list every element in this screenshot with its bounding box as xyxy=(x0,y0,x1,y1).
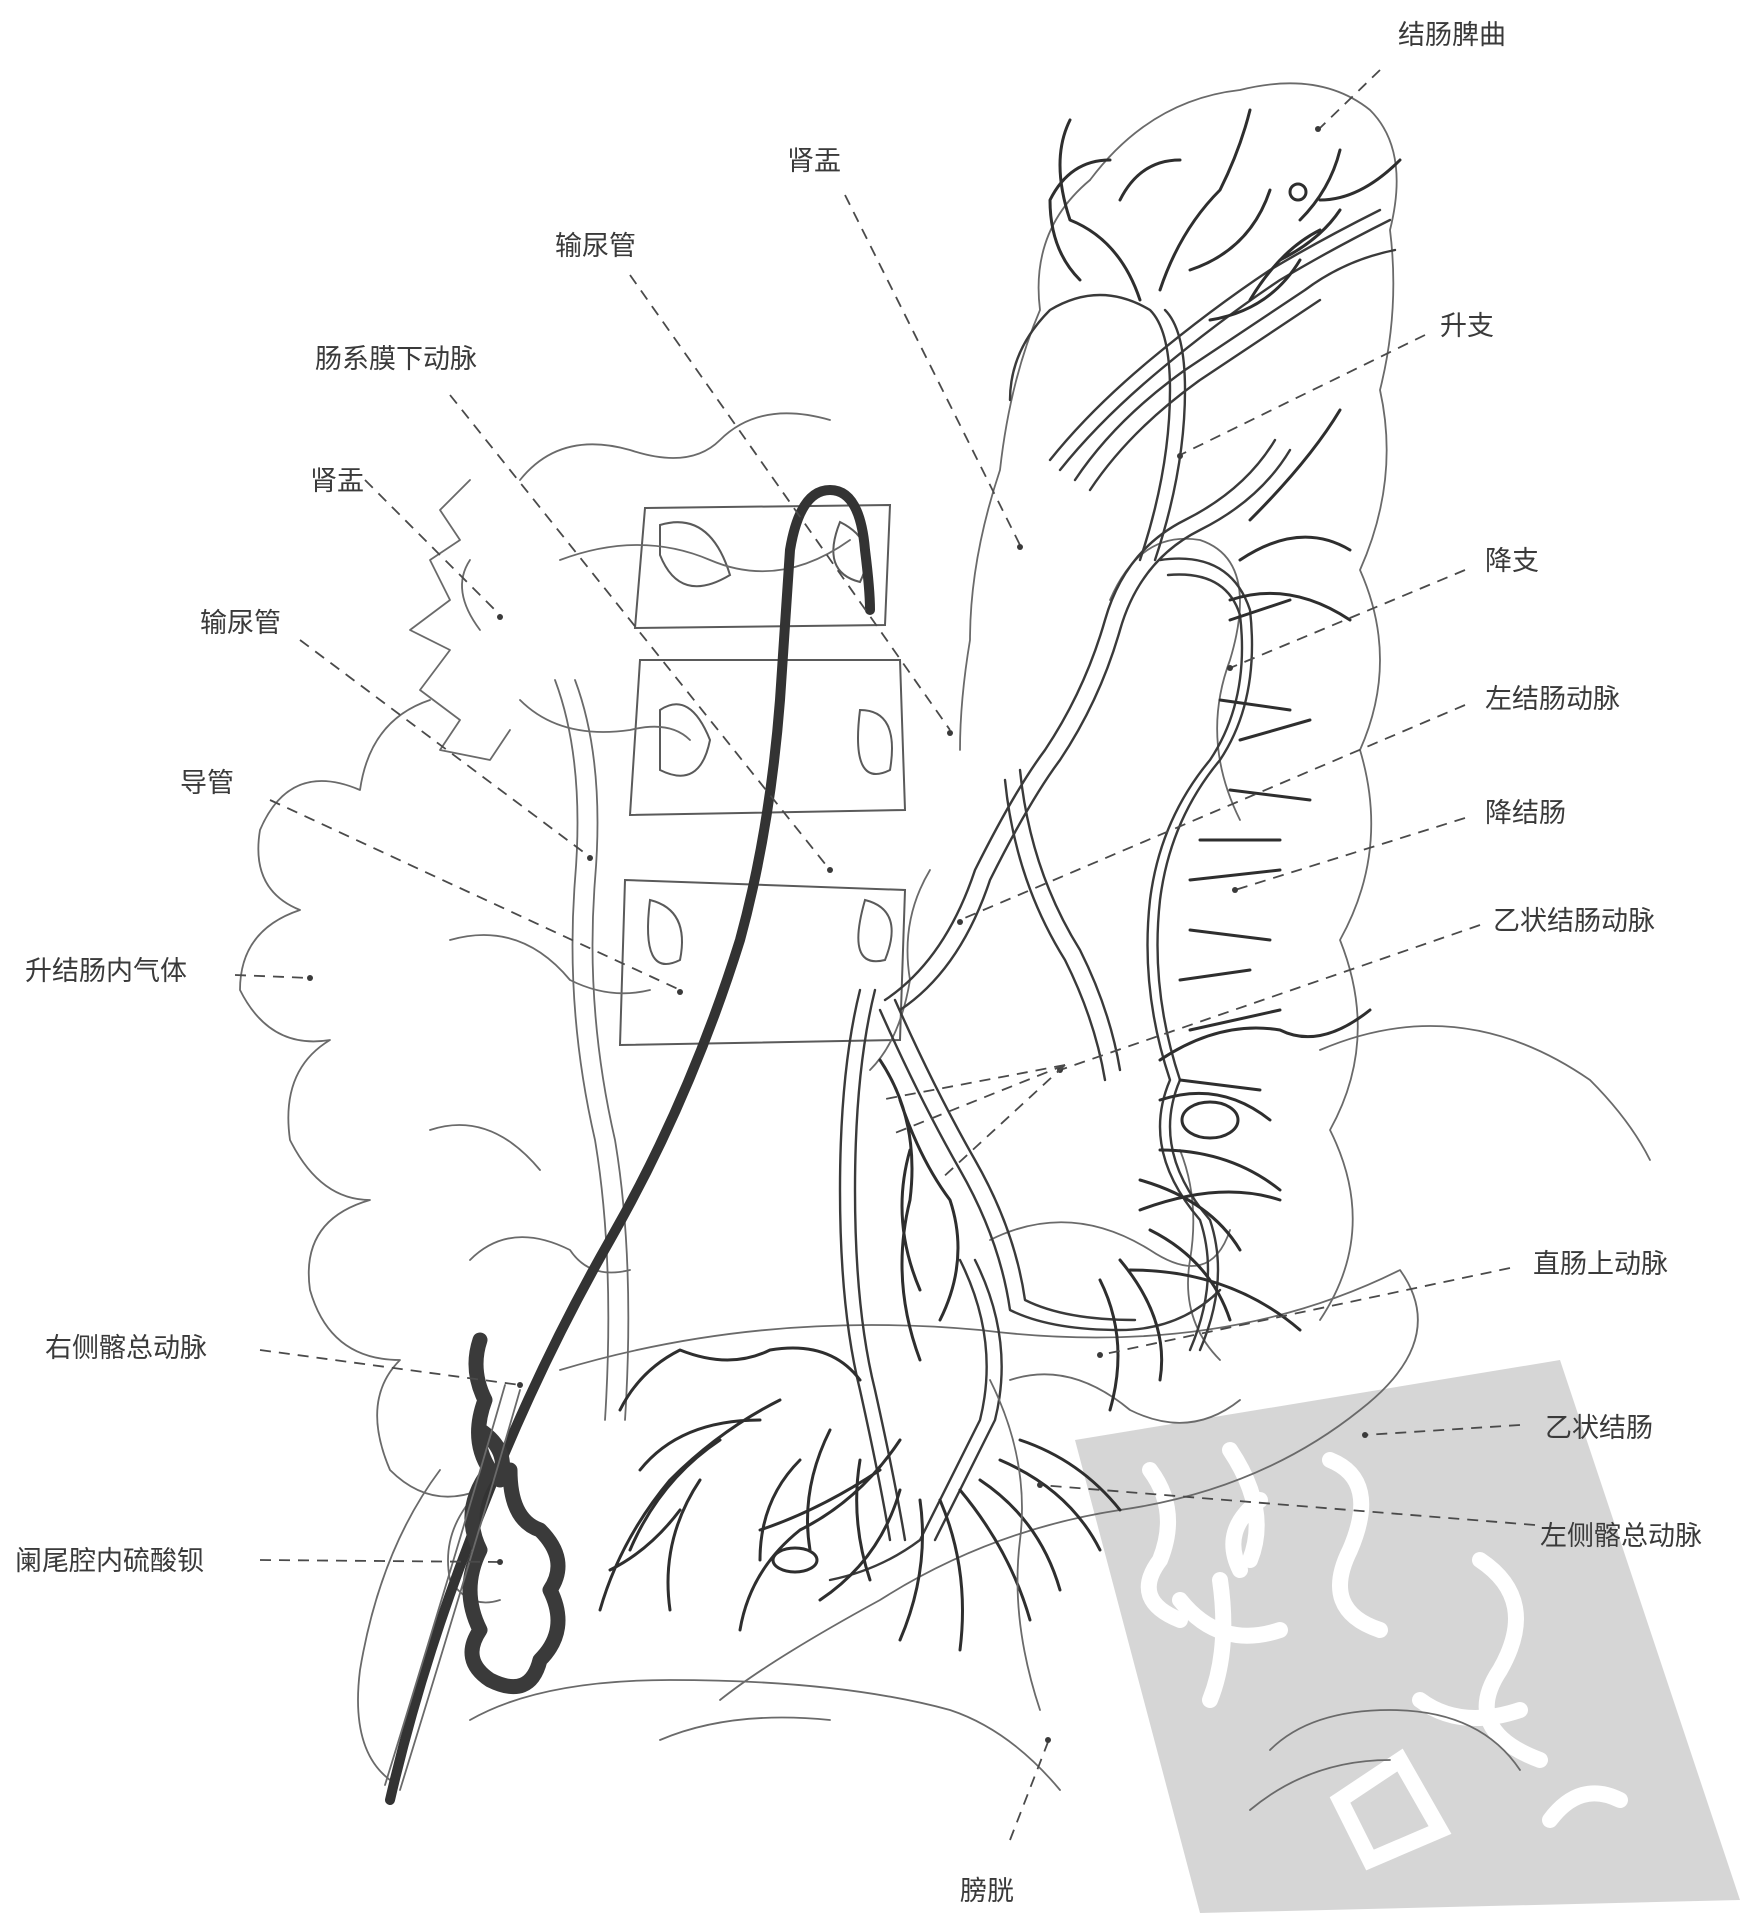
label-descending-colon: 降结肠 xyxy=(1485,798,1566,829)
label-sigmoid-colon: 乙状结肠 xyxy=(1545,1413,1653,1444)
label-superior-rectal-artery: 直肠上动脉 xyxy=(1533,1249,1668,1280)
vertebrae-outline xyxy=(620,505,905,1045)
label-descending-branch: 降支 xyxy=(1485,546,1539,577)
inferior-mesenteric-artery-tree xyxy=(830,210,1395,1580)
label-left-colic-artery: 左结肠动脉 xyxy=(1485,684,1620,715)
label-left-common-iliac: 左侧髂总动脉 xyxy=(1540,1521,1702,1552)
label-splenic-flexure: 结肠脾曲 xyxy=(1398,20,1506,51)
label-barium-appendix: 阑尾腔内硫酸钡 xyxy=(15,1546,204,1577)
label-ima: 肠系膜下动脉 xyxy=(315,344,477,375)
label-right-common-iliac: 右侧髂总动脉 xyxy=(45,1333,207,1364)
label-catheter: 导管 xyxy=(180,768,234,799)
label-gas-ascending: 升结肠内气体 xyxy=(25,956,187,987)
label-ascending-branch: 升支 xyxy=(1440,311,1494,342)
label-renal-pelvis-left: 肾盂 xyxy=(787,146,841,177)
catheter-line xyxy=(390,490,870,1800)
label-ureter-right: 输尿管 xyxy=(200,608,281,639)
label-sigmoid-arteries: 乙状结肠动脉 xyxy=(1493,906,1655,937)
label-renal-pelvis-right: 肾盂 xyxy=(310,466,364,497)
label-ureter-left: 输尿管 xyxy=(555,231,636,262)
label-bladder: 膀胱 xyxy=(960,1876,1014,1907)
